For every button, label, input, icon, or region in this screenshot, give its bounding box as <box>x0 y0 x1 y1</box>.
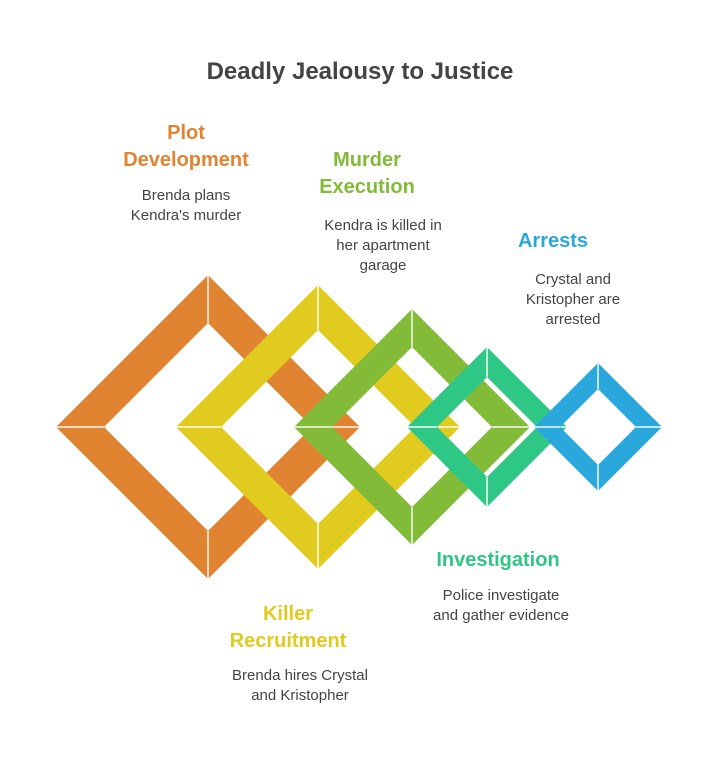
diamond-facets-killer-recruitment <box>176 285 460 569</box>
stage-description-plot-development: Brenda plans Kendra's murder <box>130 187 242 224</box>
stage-title-arrests: Arrests <box>517 230 589 252</box>
stage-description-killer-recruitment: Brenda hires Crystal and Kristopher <box>232 667 368 704</box>
stage-title-plot-development: Plot Development <box>123 122 249 171</box>
diamond-chain <box>56 275 662 579</box>
stage-title-killer-recruitment: Killer Recruitment <box>229 603 347 652</box>
diamond-frame-investigation <box>407 347 567 507</box>
stage-description-investigation: Police investigate and gather evidence <box>433 587 569 624</box>
diamond-facets-murder-execution <box>294 309 530 545</box>
stage-title-murder-execution: Murder Execution <box>319 149 415 198</box>
stage-description-murder-execution: Kendra is killed in her apartment garage <box>324 217 442 274</box>
diamond-frame-arrests <box>534 363 662 491</box>
diamond-facets-arrests <box>534 363 662 491</box>
stage-description-arrests: Crystal and Kristopher are arrested <box>525 271 621 328</box>
stage-title-investigation: Investigation <box>436 549 560 571</box>
diagram-title: Deadly Jealousy to Justice <box>206 58 514 85</box>
